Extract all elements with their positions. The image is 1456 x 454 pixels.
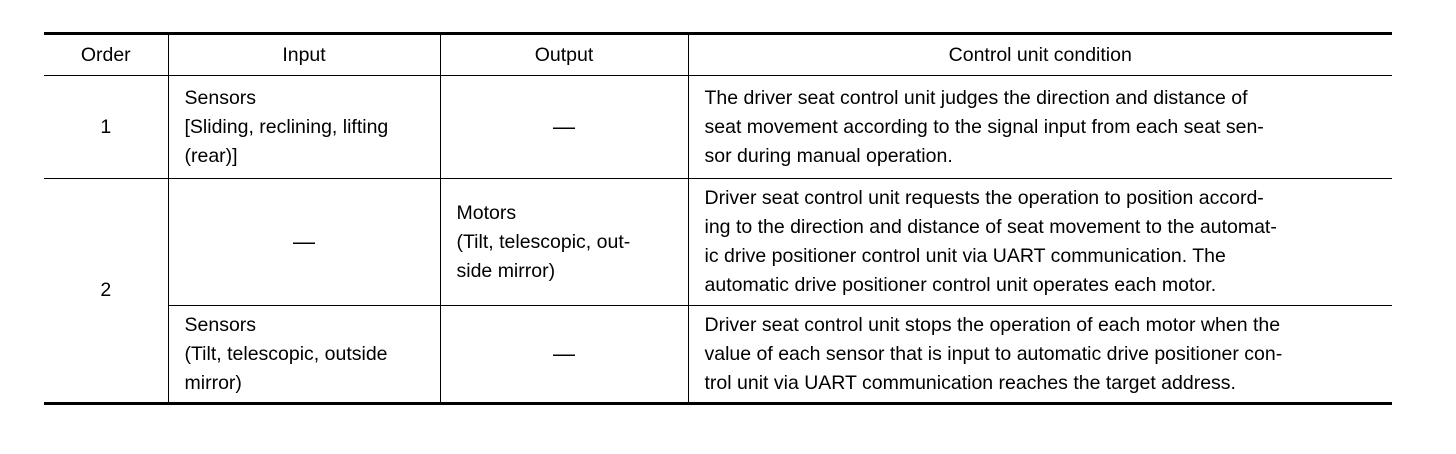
table-row: 2 — Motors (Tilt, telescopic, out- side …: [44, 178, 1392, 405]
output-cell: Motors (Tilt, telescopic, out- side mirr…: [439, 178, 689, 306]
table-body: 1 Sensors [Sliding, reclining, lifting (…: [44, 75, 1392, 405]
table-row: Sensors (Tilt, telescopic, outside mirro…: [44, 305, 1392, 405]
header-input: Input: [167, 32, 441, 76]
condition-line: trol unit via UART communication reaches…: [704, 371, 1236, 394]
input-line: Sensors: [184, 86, 257, 109]
header-control-unit-condition: Control unit condition: [687, 32, 1392, 76]
header-row: Order Input Output Control unit conditio…: [44, 32, 1392, 76]
condition-cell: The driver seat control unit judges the …: [687, 75, 1392, 179]
condition-line: The driver seat control unit judges the …: [704, 86, 1248, 109]
condition-line: ic drive positioner control unit via UAR…: [704, 245, 1226, 267]
condition-line: Driver seat control unit requests the op…: [704, 187, 1264, 209]
none-dash: —: [293, 228, 315, 254]
condition-line: sor during manual operation.: [704, 144, 953, 167]
order-cell: 1: [44, 75, 169, 179]
none-dash: —: [553, 113, 575, 139]
condition-cell: Driver seat control unit stops the opera…: [687, 305, 1392, 405]
order-cell: 2: [44, 178, 169, 405]
none-dash: —: [553, 340, 575, 366]
input-line: Sensors: [184, 313, 257, 336]
output-line: (Tilt, telescopic, out-: [456, 230, 631, 253]
condition-line: Driver seat control unit stops the opera…: [704, 313, 1281, 336]
condition-cell: Driver seat control unit requests the op…: [687, 178, 1392, 306]
input-cell: Sensors [Sliding, reclining, lifting (re…: [167, 75, 441, 179]
condition-line: ing to the direction and distance of sea…: [704, 216, 1277, 238]
header-order: Order: [44, 32, 169, 76]
control-condition-table: Order Input Output Control unit conditio…: [44, 32, 1392, 405]
condition-line: automatic drive positioner control unit …: [704, 274, 1217, 296]
condition-line: value of each sensor that is input to au…: [704, 342, 1283, 365]
header-output: Output: [439, 32, 689, 76]
input-line: [Sliding, reclining, lifting: [184, 115, 389, 138]
input-cell: —: [167, 178, 441, 306]
input-cell: Sensors (Tilt, telescopic, outside mirro…: [167, 305, 441, 405]
output-cell: —: [439, 305, 689, 405]
input-line: (Tilt, telescopic, outside: [184, 342, 388, 365]
output-line: side mirror): [456, 259, 556, 282]
output-cell: —: [439, 75, 689, 179]
output-line: Motors: [456, 201, 517, 224]
table-row: 1 Sensors [Sliding, reclining, lifting (…: [44, 75, 1392, 179]
input-line: (rear)]: [184, 144, 238, 167]
table-header: Order Input Output Control unit conditio…: [44, 32, 1392, 76]
input-line: mirror): [184, 371, 242, 394]
condition-line: seat movement according to the signal in…: [704, 115, 1264, 138]
